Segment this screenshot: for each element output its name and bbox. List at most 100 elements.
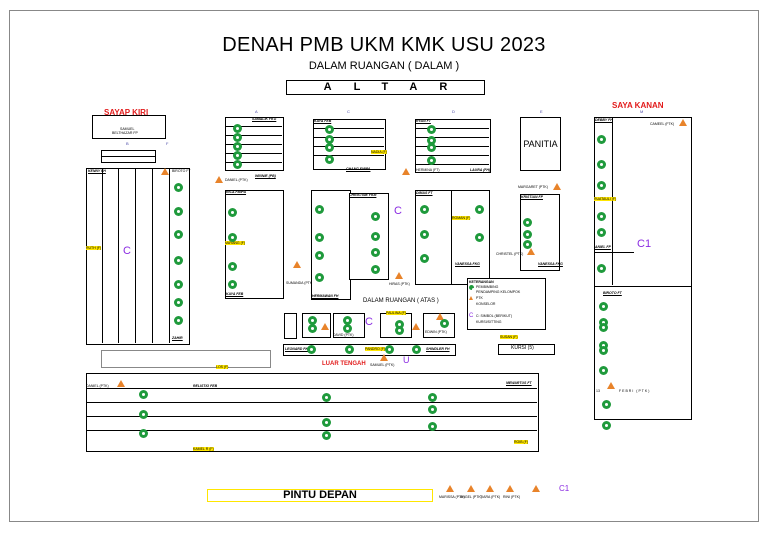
bottom-row-line-4 bbox=[86, 430, 537, 431]
bottom-row-line-1 bbox=[86, 388, 537, 389]
seat-icon bbox=[427, 143, 436, 152]
seat-icon bbox=[395, 320, 404, 329]
staff-marker-marisa bbox=[446, 485, 454, 492]
chang-label: CHANG FMIPA bbox=[346, 167, 371, 171]
seat-icon bbox=[597, 160, 606, 169]
right-row-13: 13 bbox=[596, 389, 600, 393]
staff-marker-sumanda bbox=[293, 261, 301, 268]
kristian-header: KRISTIAN FP bbox=[521, 195, 543, 199]
los-label: LOS (F) bbox=[216, 365, 229, 369]
staff-marker-samuel bbox=[380, 354, 388, 361]
seat-icon bbox=[233, 151, 242, 160]
seat-icon bbox=[428, 393, 437, 402]
staff-marker-tiara bbox=[486, 485, 494, 492]
ryan-header: RYAN FT bbox=[416, 119, 431, 123]
staff-marker-mid-1 bbox=[321, 323, 329, 330]
seat-icon bbox=[427, 136, 436, 145]
seat-icon bbox=[412, 345, 421, 354]
seat-icon bbox=[427, 125, 436, 134]
seat-icon bbox=[315, 273, 324, 282]
legend-seat-icon bbox=[469, 285, 475, 291]
samuel-ptk-label: SAMUEL (PTK) bbox=[370, 363, 395, 367]
ryan-line-2 bbox=[415, 137, 489, 138]
seat-icon bbox=[523, 218, 532, 227]
rini-label: RINI (PTK) bbox=[503, 495, 521, 499]
staff-marker-febri bbox=[607, 382, 615, 389]
left-row-line-1 bbox=[102, 168, 103, 343]
daniel-bottom-label: DANIEL (PTK) bbox=[86, 384, 109, 388]
luar-tengah-label: LUAR TENGAH bbox=[322, 361, 366, 367]
seat-icon bbox=[428, 422, 437, 431]
seat-icon bbox=[599, 323, 608, 332]
laura-label: LAURA (FH) bbox=[470, 168, 491, 172]
relistio-label: RELISTIO FEB bbox=[193, 384, 218, 388]
angel-label: ANGEL (PTK) bbox=[460, 495, 482, 499]
ryan-line-1 bbox=[415, 128, 489, 129]
paulina-label: PAULINA (F) bbox=[386, 311, 406, 315]
seat-icon bbox=[308, 324, 317, 333]
marisa-label: MARISSA (PTK) bbox=[439, 495, 465, 499]
staff-marker-daniel bbox=[215, 176, 223, 183]
legend-item-1: PEMBIMBING bbox=[476, 285, 499, 289]
kaya-box bbox=[313, 119, 386, 170]
kaya-header: KAYA FEB bbox=[314, 119, 332, 123]
seat-icon bbox=[325, 155, 334, 164]
bottom-row-line-2 bbox=[86, 402, 537, 403]
seat-icon bbox=[174, 256, 183, 265]
david-label: DAVID (PTK) bbox=[333, 333, 354, 337]
kaya-line-2 bbox=[313, 137, 384, 138]
front-door-label: PINTU DEPAN bbox=[207, 489, 433, 502]
left-row-line-5 bbox=[169, 168, 170, 343]
seat-icon bbox=[233, 142, 242, 151]
biroto-label: BIROTO FT bbox=[172, 169, 191, 173]
panitia-box: PANITIA bbox=[520, 117, 561, 171]
bottom-rows-box bbox=[86, 373, 539, 452]
hermawan-label: HERMAWAN FH bbox=[312, 294, 339, 298]
biroto-right-label: BIROTO FT bbox=[603, 291, 622, 295]
seat-icon bbox=[325, 135, 334, 144]
febri-label: FEBRI (PTK) bbox=[619, 389, 651, 393]
ruth-label: RUTH (F) bbox=[86, 246, 102, 250]
susan-label: SUSAN (F) bbox=[500, 335, 518, 339]
seat-icon bbox=[599, 318, 608, 327]
hiras-label: HIRAS (PTK) bbox=[389, 282, 410, 286]
seat-icon bbox=[325, 143, 334, 152]
margaret-label: MARGARET (PTK) bbox=[518, 185, 548, 189]
staff-marker-bottom-left bbox=[117, 380, 125, 387]
zahir-label: ZAHIR bbox=[172, 336, 183, 340]
kaya-line-3 bbox=[313, 146, 384, 147]
area-c-bottom-mid: C bbox=[365, 316, 373, 328]
seat-icon bbox=[325, 125, 334, 134]
bethahim-label: BELTHAZAR FP bbox=[112, 131, 138, 135]
leysa-box bbox=[451, 190, 490, 285]
seat-icon bbox=[315, 233, 324, 242]
left-row-line-2 bbox=[118, 168, 119, 343]
staff-marker-extra bbox=[532, 485, 540, 492]
area-c-mid: C bbox=[394, 205, 402, 217]
seat-icon bbox=[228, 208, 237, 217]
samuel-label: SAMUEL bbox=[120, 127, 135, 131]
samalik-line-1 bbox=[225, 126, 282, 127]
seat-icon bbox=[315, 251, 324, 260]
shindler-label: SHINDLER FH bbox=[426, 347, 450, 351]
tiara-label: TIARA (PTK) bbox=[480, 495, 501, 499]
left-row-line-4 bbox=[152, 168, 153, 343]
legend-item-3: PTK bbox=[476, 296, 483, 300]
left-row-line-3 bbox=[135, 168, 136, 343]
column-letter-d: D bbox=[452, 109, 455, 114]
seat-icon bbox=[420, 205, 429, 214]
staff-marker-mid-2 bbox=[412, 323, 420, 330]
ruatauli-label: RUATAULI (F) bbox=[594, 197, 617, 201]
christine-right-box bbox=[349, 193, 389, 280]
seat-icon bbox=[308, 316, 317, 325]
staff-marker-angel bbox=[467, 485, 475, 492]
seat-icon bbox=[599, 341, 608, 350]
sumanda-label: SUMANDA (PTK) bbox=[286, 281, 314, 285]
legend-c-symbol: C bbox=[469, 313, 474, 319]
legend-item-5: C: SIMBOL (BERIKUT) bbox=[476, 314, 513, 318]
column-letter-b: C bbox=[347, 109, 350, 114]
seat-icon bbox=[371, 232, 380, 241]
mewartus-label: MEWARTUS FT bbox=[506, 381, 532, 385]
legend-title: KETERANGAN bbox=[469, 280, 494, 284]
area-u-mid: U bbox=[403, 355, 410, 365]
